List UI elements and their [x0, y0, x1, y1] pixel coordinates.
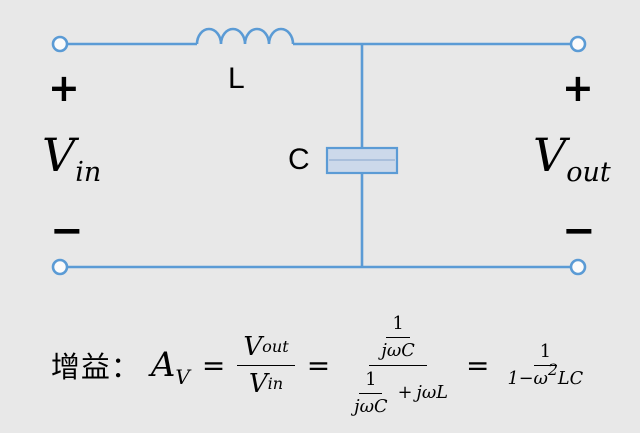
frac-impedance: 1 jωC 1 jωC + jωL — [342, 312, 454, 419]
equals-1: = — [201, 348, 226, 382]
frac-1-jwc-den: 1 jωC — [354, 369, 388, 417]
terminal-out-bottom — [569, 258, 587, 276]
terminal-out-top — [569, 35, 587, 53]
polarity-minus-right: − — [562, 208, 596, 254]
polarity-minus-left: − — [50, 208, 84, 254]
vin-label: Vin — [42, 128, 101, 186]
equals-3: = — [466, 348, 490, 382]
vin-symbol: V — [42, 128, 76, 182]
av-symbol: AV — [150, 345, 190, 389]
vout-label: Vout — [533, 128, 611, 186]
circuit-schematic — [51, 27, 587, 276]
inductor-icon — [195, 27, 295, 45]
polarity-plus-right: + — [562, 66, 594, 110]
capacitor-label: C — [288, 143, 310, 176]
terminal-in-bottom — [51, 258, 69, 276]
inductor-label: L — [228, 62, 245, 95]
gain-label: 增益： — [50, 350, 141, 384]
terminal-in-top — [51, 35, 69, 53]
vout-subscript: out — [566, 157, 611, 189]
polarity-plus-left: + — [48, 66, 80, 110]
vout-symbol: V — [533, 128, 567, 182]
vin-subscript: in — [75, 157, 102, 189]
equals-2: = — [306, 348, 331, 382]
frac-1-jwc-num: 1 jωC — [381, 313, 415, 361]
